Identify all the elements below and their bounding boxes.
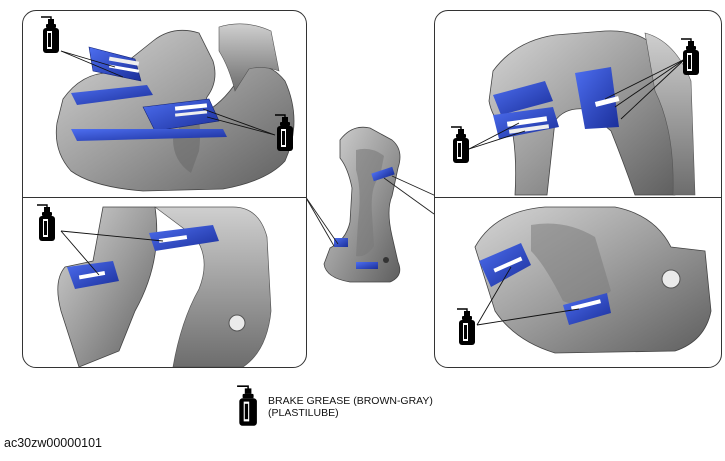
grease-can-icon bbox=[40, 16, 60, 54]
left-panel-illustration bbox=[36, 16, 295, 367]
grease-can-icon bbox=[36, 204, 56, 242]
shim-clip-right-bottom bbox=[479, 243, 611, 325]
figure-code: ac30zw00000101 bbox=[4, 436, 102, 450]
grease-can-icon bbox=[236, 385, 258, 427]
center-caliper-bracket bbox=[323, 126, 401, 283]
legend-label: BRAKE GREASE (BROWN-GRAY) (PLASTILUBE) bbox=[268, 395, 433, 419]
legend-line-2: (PLASTILUBE) bbox=[268, 407, 339, 419]
grease-can-icon bbox=[450, 126, 470, 164]
right-panel-illustration bbox=[450, 30, 712, 354]
shim-clip-right-top bbox=[493, 67, 620, 139]
grease-can-icon bbox=[680, 38, 700, 76]
legend-line-1: BRAKE GREASE (BROWN-GRAY) bbox=[268, 395, 433, 407]
left-detail-panel bbox=[22, 10, 307, 368]
leader-lines-bottom bbox=[60, 230, 164, 276]
leader-lines-top bbox=[60, 50, 276, 136]
leader-lines-right-bottom bbox=[476, 266, 580, 326]
panel-divider bbox=[23, 197, 306, 198]
right-detail-panel bbox=[434, 10, 722, 368]
shim-clip-lower bbox=[71, 98, 227, 141]
panel-divider bbox=[435, 197, 721, 198]
connector-lines bbox=[304, 175, 437, 247]
shim-clip-bottom bbox=[67, 225, 219, 289]
grease-can-icon bbox=[456, 308, 476, 346]
shim-clip-upper bbox=[71, 46, 153, 105]
leader-lines-right-top bbox=[468, 58, 686, 150]
